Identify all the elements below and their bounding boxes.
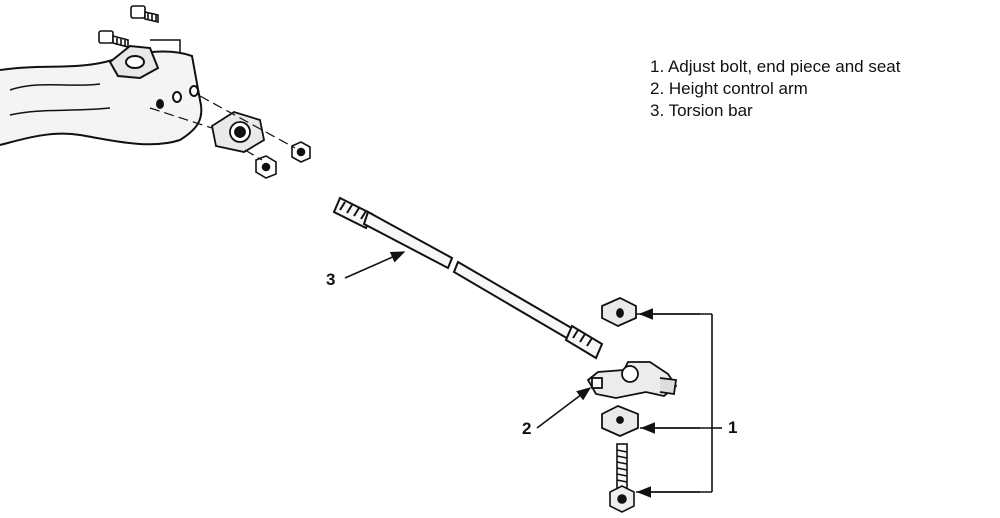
callout-number-3: 3 — [326, 270, 336, 289]
torsion-bar — [332, 196, 604, 360]
lower-control-arm — [0, 39, 203, 146]
callout-arrows — [344, 251, 722, 498]
bolt-upper-1 — [130, 5, 159, 24]
seat — [601, 405, 639, 437]
nut-lower — [255, 155, 277, 179]
assembly-guide-lines — [149, 95, 296, 161]
end-piece — [601, 297, 637, 327]
parts-legend: 1. Adjust bolt, end piece and seat 2. He… — [650, 56, 900, 122]
adjust-bolt — [609, 443, 635, 513]
callout-number-2: 2 — [522, 419, 532, 438]
nut-right — [291, 141, 311, 163]
bolt-upper-2 — [98, 30, 129, 49]
torsion-bar-anchor — [210, 111, 266, 153]
legend-item-3: 3. Torsion bar — [650, 101, 753, 120]
legend-item-2: 2. Height control arm — [650, 79, 808, 98]
callout-number-1: 1 — [728, 418, 738, 437]
legend-item-1: 1. Adjust bolt, end piece and seat — [650, 57, 901, 76]
height-control-arm — [586, 361, 678, 399]
